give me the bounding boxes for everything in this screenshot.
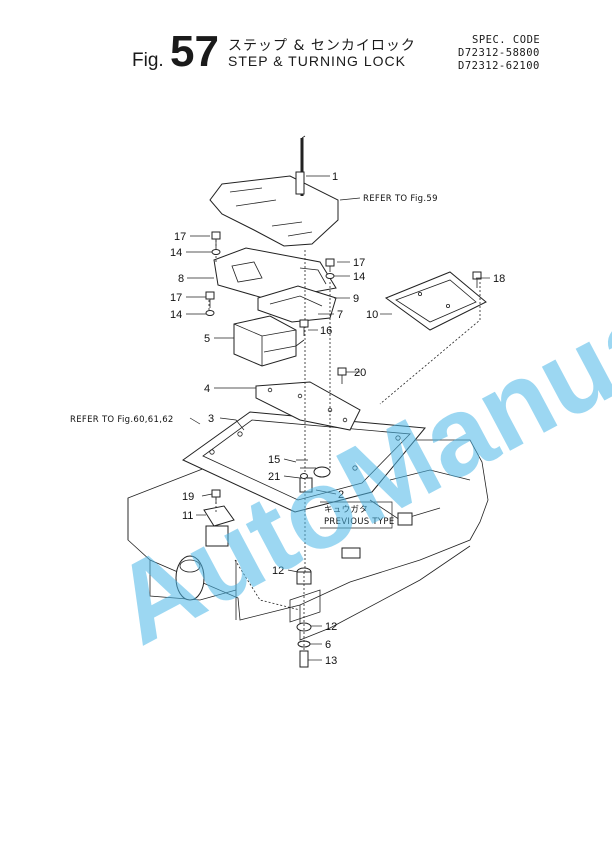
callout-8: 8 (178, 273, 184, 285)
callout-21: 21 (268, 471, 280, 483)
callout-14-a: 14 (170, 247, 182, 259)
fig-prefix: Fig. (132, 50, 164, 71)
callout-9: 9 (353, 293, 359, 305)
spec-code-2: D72312-62100 (458, 60, 540, 72)
callout-3: 3 (208, 413, 214, 425)
callout-6: 6 (325, 639, 331, 651)
spec-code-title: SPEC. CODE (472, 34, 541, 46)
title-english: STEP & TURNING LOCK (228, 53, 406, 69)
callout-17-c: 17 (170, 292, 182, 304)
leader-lines (186, 175, 490, 661)
callout-14-c: 14 (170, 309, 182, 321)
callout-16: 16 (320, 325, 332, 337)
previous-type-en: PREVIOUS TYPE (324, 517, 395, 527)
callout-12-lower: 12 (325, 621, 337, 633)
callout-19: 19 (182, 491, 194, 503)
callout-1: 1 (332, 171, 338, 183)
callout-10: 10 (366, 309, 378, 321)
spec-code-1: D72312-58800 (458, 47, 540, 59)
callout-12-upper: 12 (272, 565, 284, 577)
callout-2: 2 (338, 489, 344, 501)
part-10-plate (384, 271, 487, 331)
small-bolts (205, 231, 482, 504)
fig-number: 57 (170, 27, 219, 76)
part-8-cover (213, 247, 337, 301)
callout-4: 4 (204, 383, 210, 395)
callout-17-b: 17 (353, 257, 365, 269)
title-japanese: ステップ & センカイロック (228, 38, 416, 54)
previous-type-note: キュウガタ PREVIOUS TYPE (320, 501, 395, 529)
part-11-mount (203, 505, 235, 547)
callout-5: 5 (204, 333, 210, 345)
spec-code-block: SPEC. CODE D72312-58800 D72312-62100 (458, 34, 540, 73)
callout-17-a: 17 (174, 231, 186, 243)
callout-7: 7 (337, 309, 343, 321)
callout-15: 15 (268, 454, 280, 466)
part-1-step-plate (209, 135, 339, 247)
callout-11: 11 (182, 510, 193, 522)
part-2-lock-pin (299, 466, 331, 493)
ref-fig-59: REFER TO Fig.59 (363, 194, 438, 204)
callout-18: 18 (493, 273, 505, 285)
callout-14-b: 14 (353, 271, 365, 283)
part-5-lock-box (233, 315, 305, 367)
callout-20: 20 (354, 367, 366, 379)
ref-fig-60-61-62: REFER TO Fig.60,61,62 (70, 415, 174, 425)
callout-13: 13 (325, 655, 337, 667)
previous-type-jp: キュウガタ (324, 504, 368, 515)
part-3-frame-plate (182, 411, 426, 513)
